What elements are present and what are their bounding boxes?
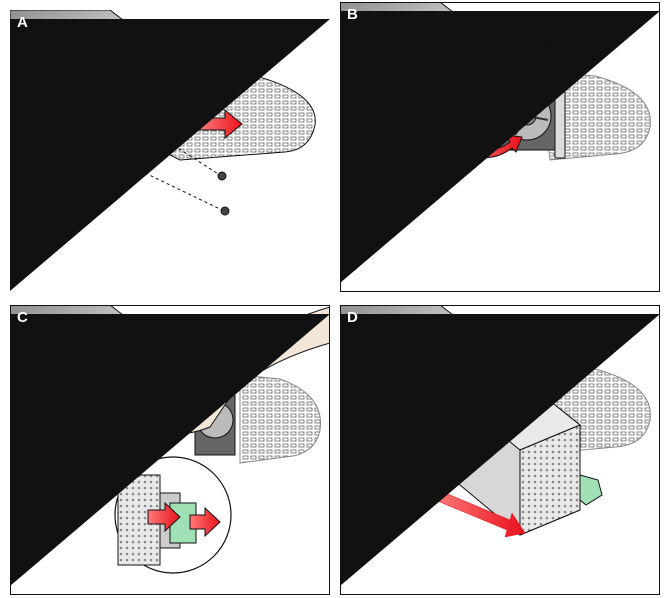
panel-a-letter: A bbox=[17, 14, 28, 31]
rear-grille-door bbox=[239, 374, 321, 464]
psu-handle-latch bbox=[579, 474, 603, 506]
panel-d: D bbox=[340, 305, 660, 595]
rear-grille-door bbox=[539, 71, 651, 161]
panel-b-letter: B bbox=[347, 6, 358, 23]
pull-direction-arrow bbox=[189, 506, 221, 538]
panel-c: C bbox=[10, 305, 330, 595]
panel-a: A bbox=[10, 10, 330, 300]
panel-c-letter: C bbox=[17, 309, 28, 326]
panel-d-letter-tab bbox=[340, 314, 660, 586]
pull-direction-arrow bbox=[434, 489, 526, 538]
panel-d-letter: D bbox=[347, 309, 358, 326]
screw-icon bbox=[217, 171, 227, 181]
ribbon-cable-label: Ribbon cable bbox=[533, 37, 598, 49]
panel-c-letter-tab bbox=[10, 314, 330, 586]
panel-b-letter-tab bbox=[340, 11, 660, 283]
panel-b: B Ribbon cable bbox=[340, 2, 660, 292]
pull-direction-arrow bbox=[199, 108, 243, 140]
screw-icon bbox=[220, 206, 230, 216]
press-direction-arrow bbox=[147, 501, 181, 533]
panel-a-letter-tab bbox=[10, 19, 330, 291]
